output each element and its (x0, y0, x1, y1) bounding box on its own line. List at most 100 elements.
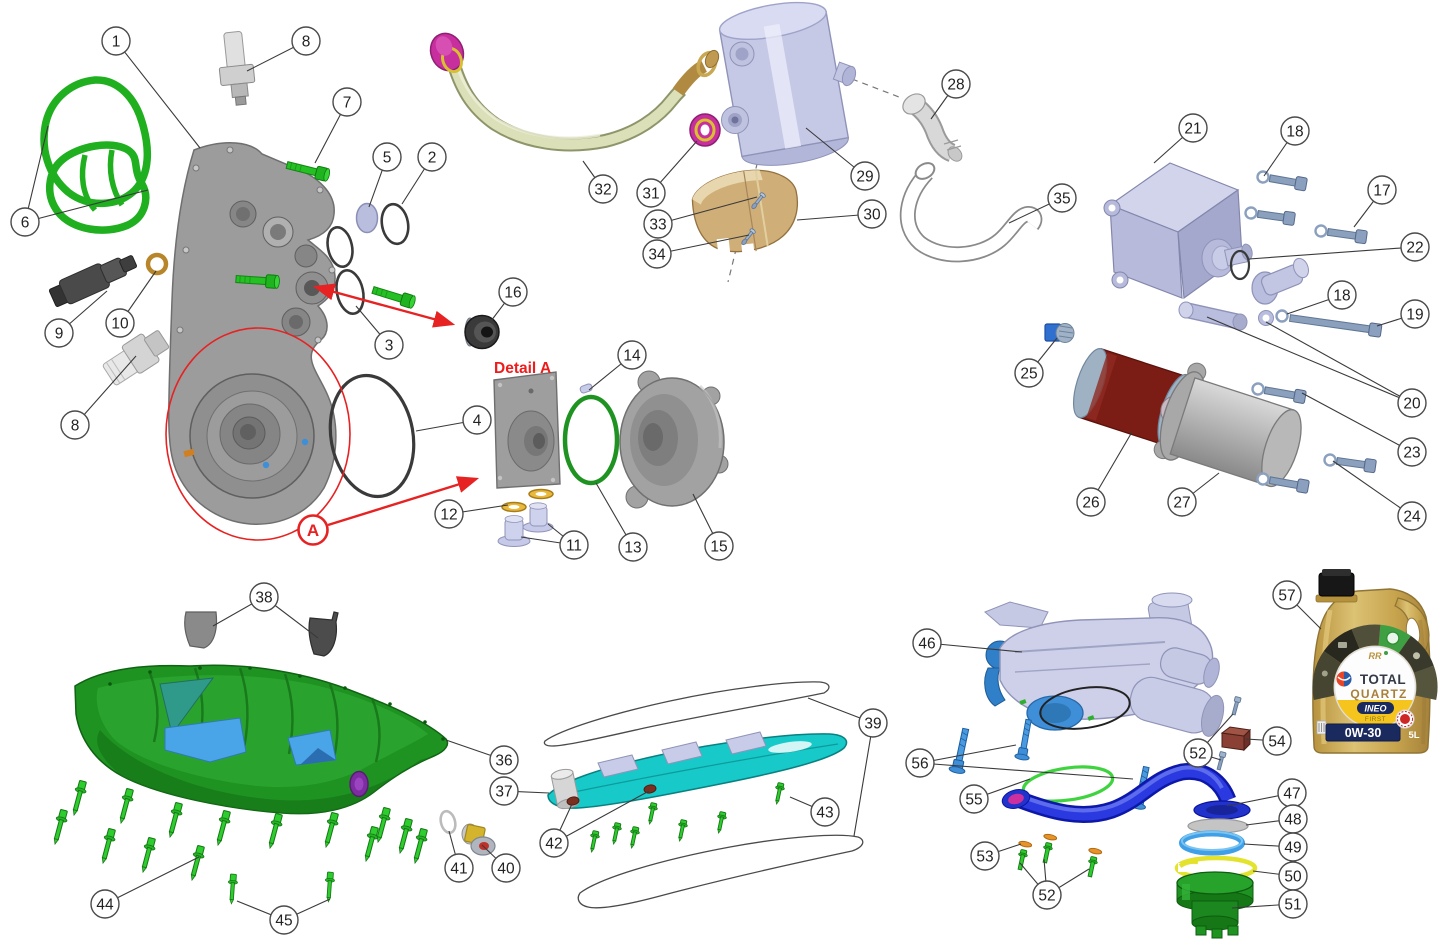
callout-circle-9[interactable] (44, 318, 74, 348)
callout-circle-35[interactable] (1047, 183, 1077, 213)
callout-circle-36[interactable] (489, 745, 519, 775)
callout-circle-25[interactable] (1014, 358, 1044, 388)
callout-49[interactable]: 49 (1278, 832, 1308, 862)
callout-circle-26[interactable] (1076, 487, 1106, 517)
callout-1[interactable]: 1 (101, 26, 131, 56)
callout-46[interactable]: 46 (912, 628, 942, 658)
callout-48[interactable]: 48 (1278, 804, 1308, 834)
callout-8[interactable]: 8 (291, 26, 321, 56)
callout-circle-42[interactable] (539, 828, 569, 858)
callout-25[interactable]: 25 (1014, 358, 1044, 388)
callout-circle-30[interactable] (857, 199, 887, 229)
callout-34[interactable]: 34 (642, 239, 672, 269)
callout-14[interactable]: 14 (617, 340, 647, 370)
callout-circle-45[interactable] (269, 905, 299, 935)
callout-12[interactable]: 12 (434, 499, 464, 529)
callout-26[interactable]: 26 (1076, 487, 1106, 517)
callout-23[interactable]: 23 (1397, 437, 1427, 467)
callout-38[interactable]: 38 (249, 582, 279, 612)
callout-22[interactable]: 22 (1400, 232, 1430, 262)
callout-circle-6[interactable] (10, 207, 40, 237)
callout-28[interactable]: 28 (941, 69, 971, 99)
callout-circle-52[interactable] (1183, 738, 1213, 768)
callout-circle-28[interactable] (941, 69, 971, 99)
callout-circle-56[interactable] (905, 748, 935, 778)
callout-circle-54[interactable] (1262, 726, 1292, 756)
callout-circle-8[interactable] (291, 26, 321, 56)
callout-circle-7[interactable] (332, 87, 362, 117)
callout-circle-34[interactable] (642, 239, 672, 269)
callout-41[interactable]: 41 (444, 853, 474, 883)
callout-18[interactable]: 18 (1327, 280, 1357, 310)
callout-circle-5[interactable] (372, 142, 402, 172)
callout-circle-27[interactable] (1167, 487, 1197, 517)
callout-circle-20[interactable] (1397, 388, 1427, 418)
callout-circle-8[interactable] (60, 410, 90, 440)
callout-40[interactable]: 40 (491, 853, 521, 883)
callout-circle-15[interactable] (704, 531, 734, 561)
callout-29[interactable]: 29 (850, 161, 880, 191)
callout-circle-37[interactable] (489, 776, 519, 806)
callout-39[interactable]: 39 (858, 708, 888, 738)
callout-circle-22[interactable] (1400, 232, 1430, 262)
callout-44[interactable]: 44 (90, 889, 120, 919)
callout-circle-24[interactable] (1397, 501, 1427, 531)
callout-51[interactable]: 51 (1278, 889, 1308, 919)
callout-circle-12[interactable] (434, 499, 464, 529)
callout-37[interactable]: 37 (489, 776, 519, 806)
callout-43[interactable]: 43 (810, 797, 840, 827)
callout-19[interactable]: 19 (1400, 299, 1430, 329)
callout-circle-55[interactable] (959, 784, 989, 814)
callout-circle-16[interactable] (498, 277, 528, 307)
callout-circle-19[interactable] (1400, 299, 1430, 329)
callout-52[interactable]: 52 (1032, 880, 1062, 910)
callout-circle-44[interactable] (90, 889, 120, 919)
callout-6[interactable]: 6 (10, 207, 40, 237)
callout-16[interactable]: 16 (498, 277, 528, 307)
callout-50[interactable]: 50 (1278, 861, 1308, 891)
callout-42[interactable]: 42 (539, 828, 569, 858)
callout-21[interactable]: 21 (1178, 113, 1208, 143)
callout-54[interactable]: 54 (1262, 726, 1292, 756)
callout-circle-49[interactable] (1278, 832, 1308, 862)
callout-circle-2[interactable] (417, 142, 447, 172)
callout-8[interactable]: 8 (60, 410, 90, 440)
callout-33[interactable]: 33 (643, 209, 673, 239)
callout-circle-17[interactable] (1367, 175, 1397, 205)
callout-24[interactable]: 24 (1397, 501, 1427, 531)
callout-circle-29[interactable] (850, 161, 880, 191)
callout-circle-53[interactable] (970, 841, 1000, 871)
callout-18[interactable]: 18 (1280, 116, 1310, 146)
callout-circle-57[interactable] (1272, 580, 1302, 610)
callout-circle-4[interactable] (462, 405, 492, 435)
callout-circle-40[interactable] (491, 853, 521, 883)
callout-circle-18[interactable] (1327, 280, 1357, 310)
callout-11[interactable]: 11 (559, 530, 589, 560)
callout-15[interactable]: 15 (704, 531, 734, 561)
callout-circle-23[interactable] (1397, 437, 1427, 467)
callout-13[interactable]: 13 (618, 532, 648, 562)
callout-circle-39[interactable] (858, 708, 888, 738)
callout-30[interactable]: 30 (857, 199, 887, 229)
callout-circle-51[interactable] (1278, 889, 1308, 919)
callout-36[interactable]: 36 (489, 745, 519, 775)
callout-circle-10[interactable] (105, 308, 135, 338)
callout-circle-3[interactable] (374, 330, 404, 360)
callout-circle-1[interactable] (101, 26, 131, 56)
callout-circle-46[interactable] (912, 628, 942, 658)
callout-3[interactable]: 3 (374, 330, 404, 360)
callout-55[interactable]: 55 (959, 784, 989, 814)
callout-32[interactable]: 32 (588, 174, 618, 204)
callout-10[interactable]: 10 (105, 308, 135, 338)
callout-9[interactable]: 9 (44, 318, 74, 348)
callout-56[interactable]: 56 (905, 748, 935, 778)
callout-45[interactable]: 45 (269, 905, 299, 935)
callout-circle-41[interactable] (444, 853, 474, 883)
callout-35[interactable]: 35 (1047, 183, 1077, 213)
callout-circle-13[interactable] (618, 532, 648, 562)
callout-7[interactable]: 7 (332, 87, 362, 117)
callout-circle-18[interactable] (1280, 116, 1310, 146)
callout-5[interactable]: 5 (372, 142, 402, 172)
callout-circle-38[interactable] (249, 582, 279, 612)
callout-circle-33[interactable] (643, 209, 673, 239)
